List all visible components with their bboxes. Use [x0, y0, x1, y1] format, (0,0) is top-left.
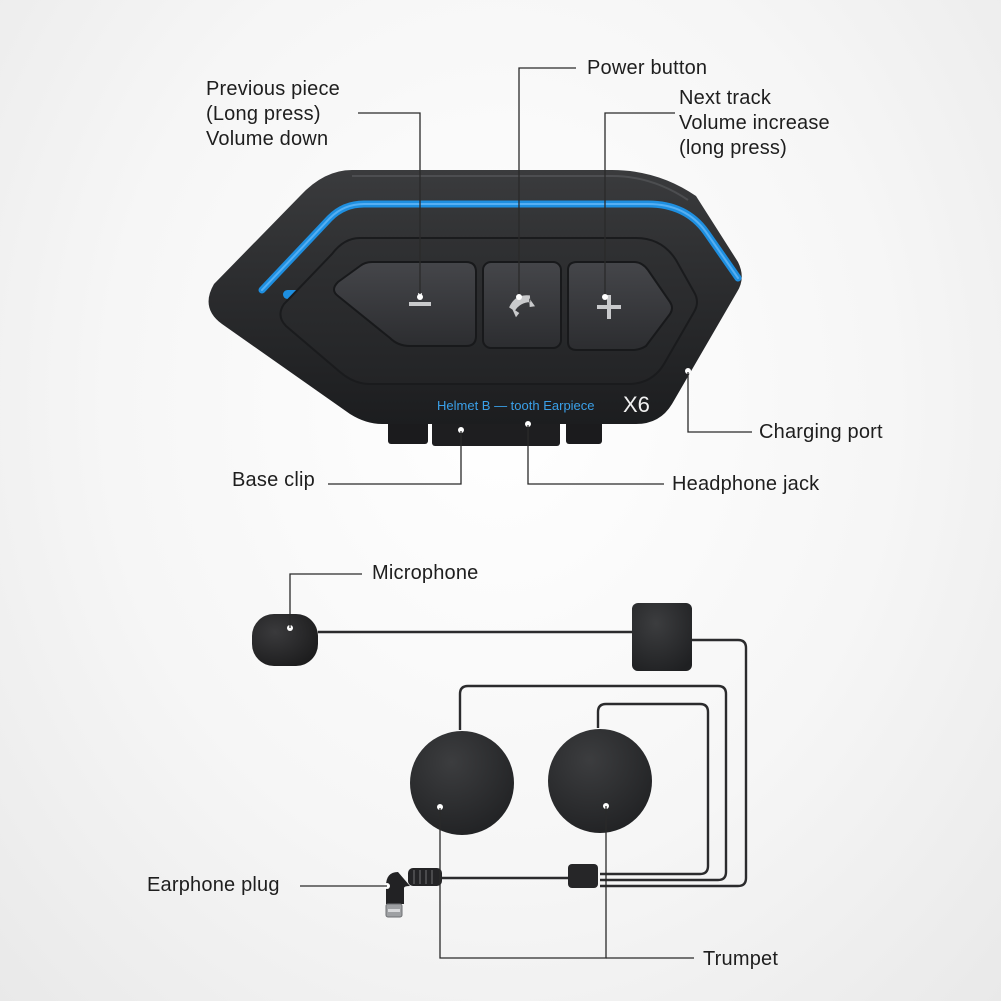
label-next-line2: Volume increase — [679, 112, 830, 134]
plus-icon — [597, 295, 621, 319]
brand-text: Helmet B — tooth Earpiece — [437, 398, 595, 413]
callout-line-charging — [687, 372, 752, 433]
callout-line-next — [604, 112, 675, 297]
callout-lines-bottom — [289, 573, 694, 959]
label-previous-line1: Previous piece — [206, 78, 340, 100]
label-previous: Previous piece (Long press) Volume down — [206, 77, 340, 152]
label-microphone: Microphone — [372, 562, 479, 584]
label-previous-line3: Volume down — [206, 128, 329, 150]
label-next: Next track Volume increase (long press) — [679, 86, 830, 161]
volume-up-button[interactable] — [567, 261, 673, 351]
power-button[interactable] — [482, 261, 562, 349]
headphone-jack-dot — [525, 421, 531, 427]
base-clip-right-tab — [566, 418, 602, 444]
accessory-kit — [252, 603, 748, 918]
label-earphone-plug: Earphone plug — [147, 874, 280, 896]
callout-line-previous — [358, 112, 421, 297]
callout-line-trumpet-bracket — [439, 806, 607, 959]
label-trumpet: Trumpet — [703, 948, 779, 970]
callout-line-microphone — [289, 573, 362, 628]
label-next-line1: Next track — [679, 87, 772, 109]
callout-line-headphone-jack — [527, 425, 664, 485]
label-charging-port: Charging port — [759, 421, 883, 443]
plus-dot — [602, 294, 608, 300]
minus-dot — [417, 294, 423, 300]
charging-port-dot — [685, 368, 691, 374]
speaker-left-dot — [437, 804, 443, 810]
earphone-plug — [384, 868, 442, 918]
microphone — [252, 614, 318, 666]
speaker-left — [410, 731, 514, 835]
callout-line-base-clip — [328, 431, 462, 485]
cable-splitter — [568, 864, 598, 888]
model-text: X6 — [623, 392, 650, 417]
callout-line-power — [518, 67, 576, 297]
base-clip-left-tab — [388, 418, 428, 444]
power-dot — [516, 294, 522, 300]
label-previous-line2: (Long press) — [206, 103, 321, 125]
label-base-clip: Base clip — [232, 469, 315, 491]
cables — [318, 630, 748, 888]
label-headphone-jack: Headphone jack — [672, 473, 820, 495]
label-next-line3: (long press) — [679, 137, 787, 159]
base-clip-dot — [458, 427, 464, 433]
adhesive-pad — [632, 603, 692, 671]
phone-icon — [509, 295, 536, 318]
label-power-button: Power button — [587, 57, 708, 79]
callout-lines-top — [328, 67, 752, 485]
speaker-right — [548, 729, 652, 833]
headset-unit: Helmet B — tooth Earpiece X6 — [208, 170, 742, 446]
